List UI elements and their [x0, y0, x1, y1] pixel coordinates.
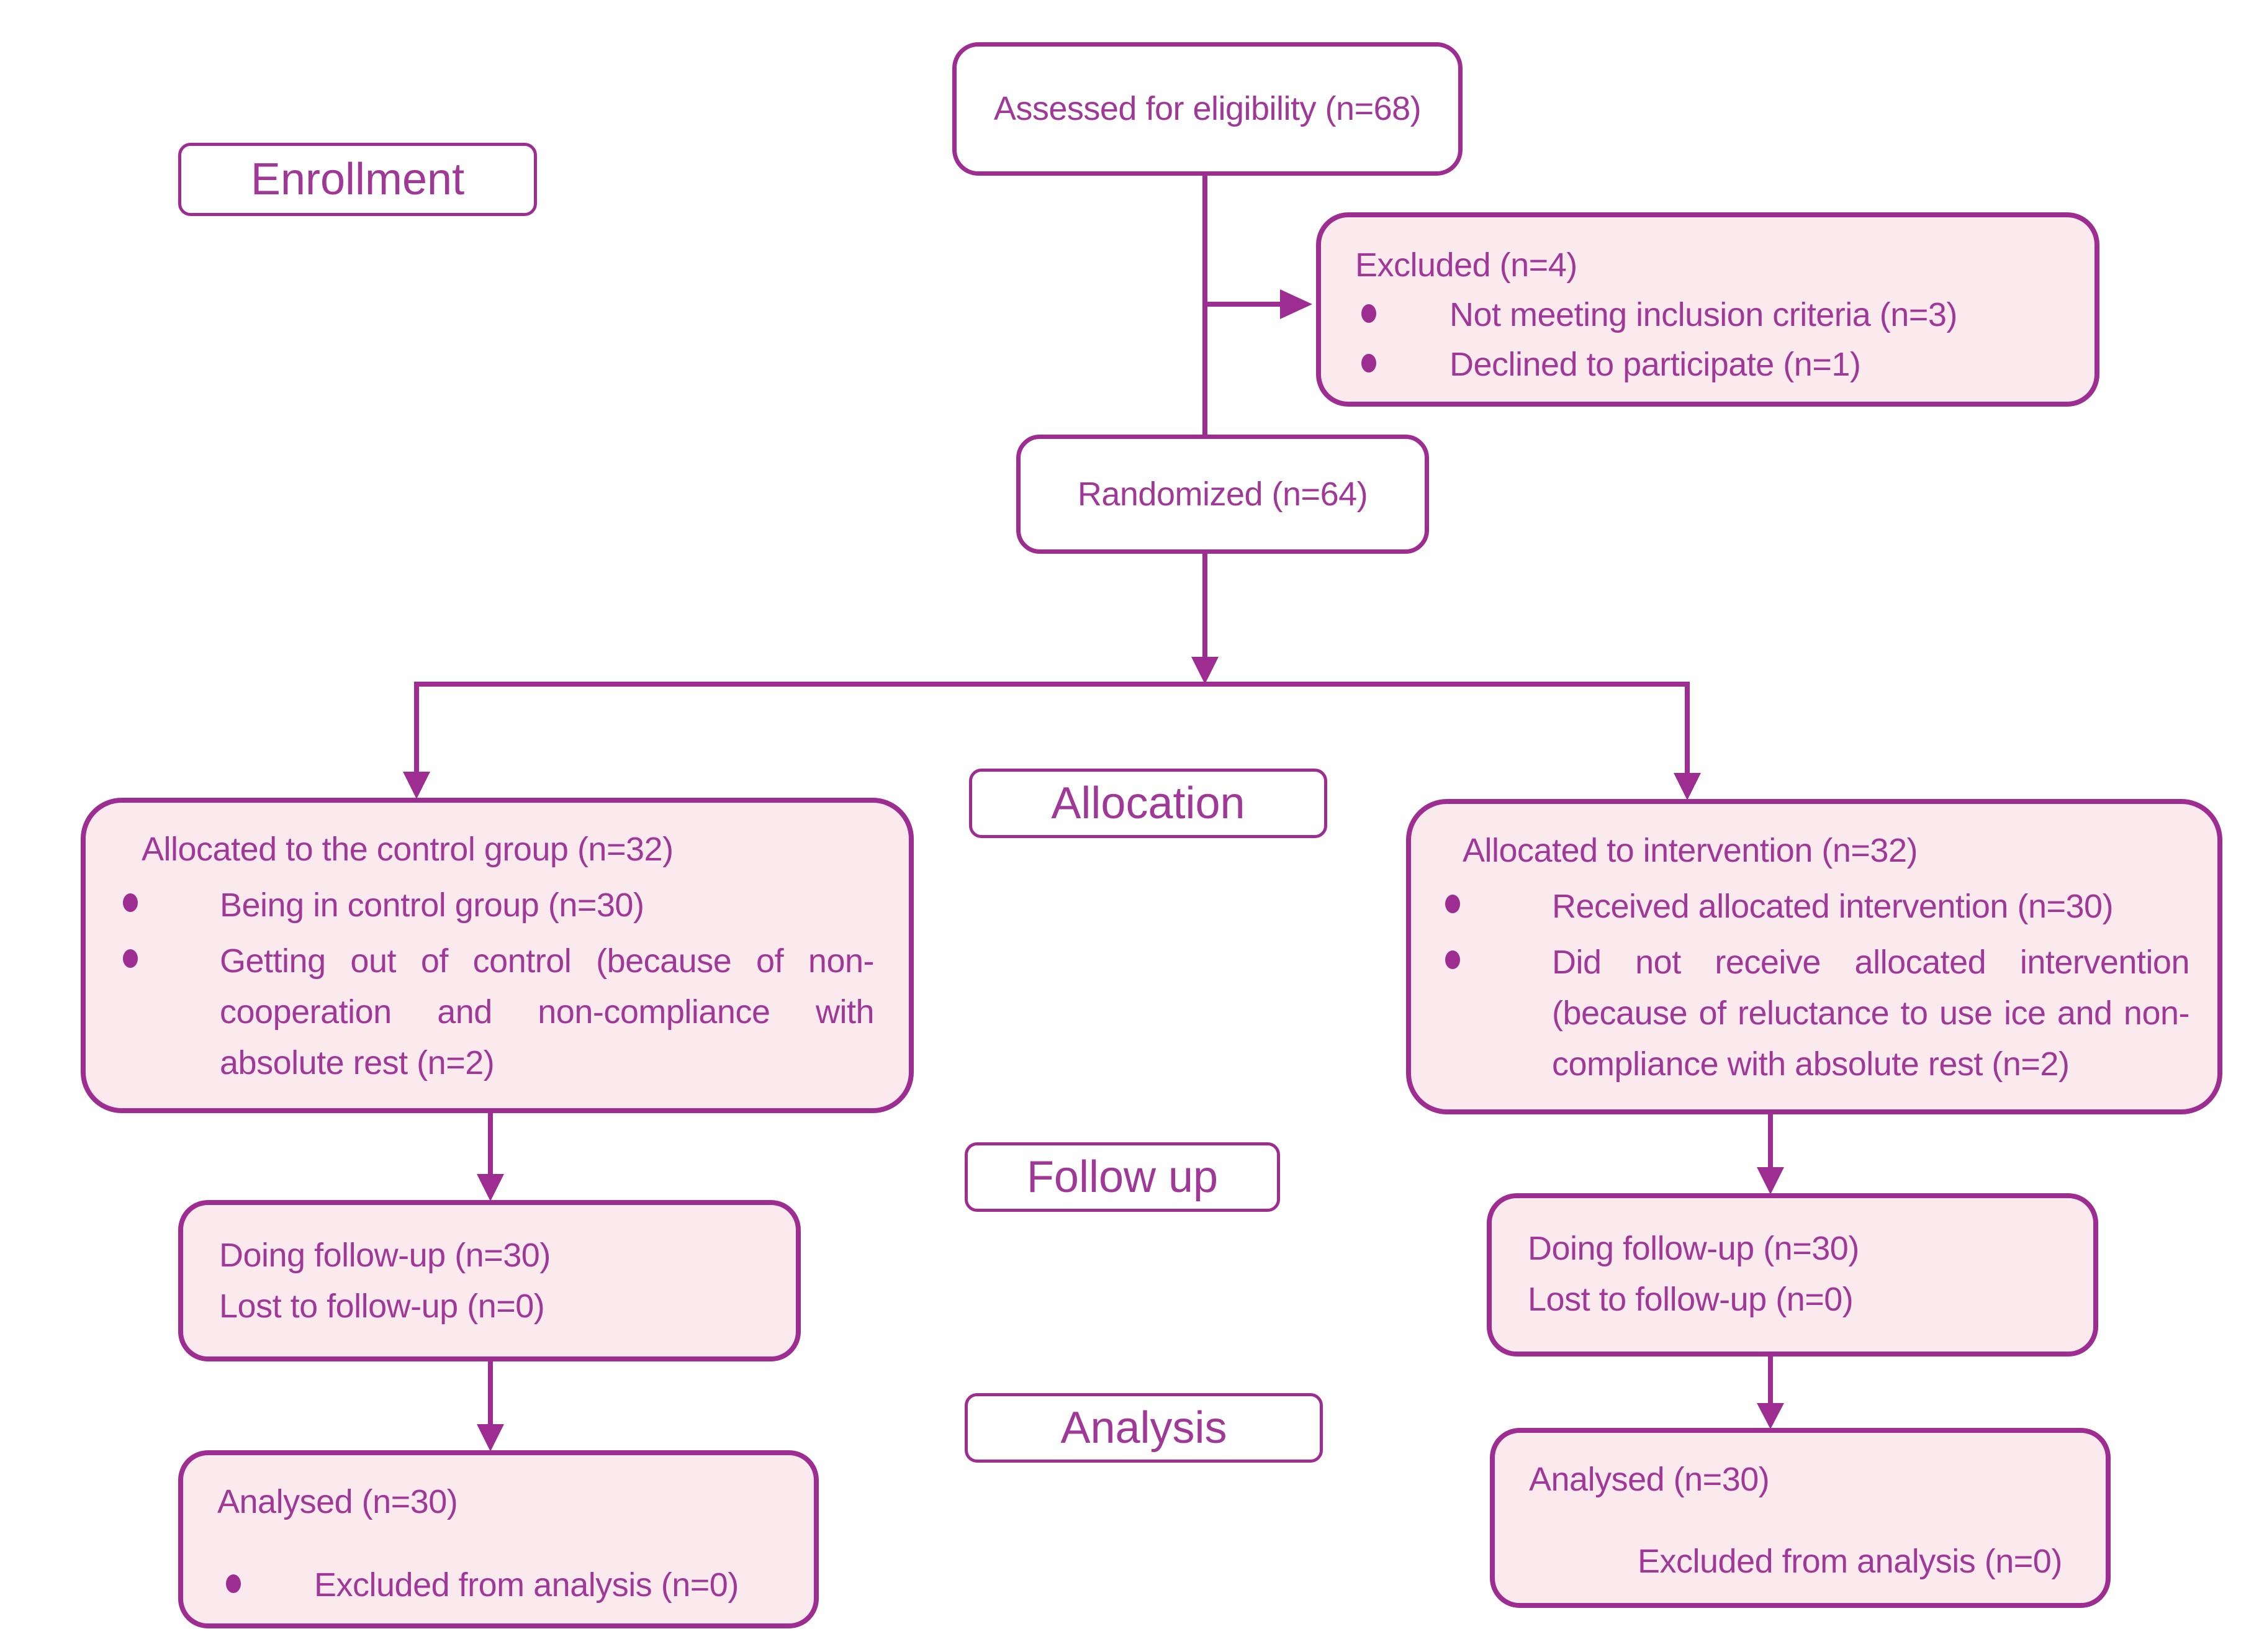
enrollment-label-text: Enrollment	[250, 154, 465, 204]
follow-up-label-text: Follow up	[1026, 1152, 1219, 1202]
control-follow-up-line: Lost to follow-up (n=0)	[219, 1288, 545, 1325]
list-item: Did not receive allocated intervention (…	[1445, 937, 2190, 1090]
bullet-dot	[123, 949, 138, 968]
control-allocation-title: Allocated to the control group (n=32)	[142, 831, 674, 868]
intervention-analysis-item-text: Excluded from analysis (n=0)	[1638, 1543, 2062, 1580]
bullet-dot	[1445, 950, 1460, 970]
stage-label-enrollment: Enrollment	[178, 143, 537, 216]
bullet-dot	[123, 893, 138, 913]
control-allocation-item-text: Getting out of control (because of non-c…	[220, 942, 875, 1082]
arrowhead-control-followup	[477, 1174, 504, 1201]
intervention-follow-up-line: Lost to follow-up (n=0)	[1528, 1281, 1854, 1318]
control-allocation-box: Allocated to the control group (n=32) Be…	[81, 798, 914, 1113]
list-item: Excluded from analysis (n=0)	[217, 1561, 783, 1609]
bullet-dot	[226, 1574, 241, 1593]
stage-label-analysis: Analysis	[965, 1393, 1323, 1463]
excluded-box: Excluded (n=4) Not meeting inclusion cri…	[1316, 212, 2099, 407]
excluded-item-text: Declined to participate (n=1)	[1450, 346, 1861, 383]
excluded-item-text: Not meeting inclusion criteria (n=3)	[1450, 296, 1957, 333]
assessed-eligibility-text: Assessed for eligibility (n=68)	[993, 90, 1422, 128]
arrowhead-intervention-allocation	[1674, 773, 1701, 800]
stage-label-follow-up: Follow up	[965, 1142, 1280, 1212]
control-allocation-item-text: Being in control group (n=30)	[220, 887, 644, 924]
randomized-text: Randomized (n=64)	[1077, 475, 1368, 513]
control-follow-up-line: Doing follow-up (n=30)	[219, 1237, 551, 1274]
bullet-dot	[1445, 895, 1460, 914]
control-follow-up-box: Doing follow-up (n=30) Lost to follow-up…	[178, 1200, 801, 1361]
intervention-analysis-title: Analysed (n=30)	[1529, 1461, 1770, 1498]
control-analysis-item-text: Excluded from analysis (n=0)	[314, 1566, 739, 1604]
list-item: Received allocated intervention (n=30)	[1445, 881, 2189, 932]
bullet-dot	[1361, 304, 1376, 323]
intervention-allocation-item-text: Received allocated intervention (n=30)	[1552, 888, 2114, 926]
allocation-label-text: Allocation	[1051, 778, 1245, 828]
arrowhead-control-analysis	[477, 1424, 504, 1451]
list-item: Not meeting inclusion criteria (n=3)	[1355, 291, 2063, 339]
analysis-label-text: Analysis	[1060, 1402, 1227, 1453]
control-analysis-title: Analysed (n=30)	[217, 1483, 458, 1520]
arrowhead-intervention-analysis	[1757, 1403, 1784, 1429]
bullet-dot	[1361, 354, 1376, 372]
excluded-title: Excluded (n=4)	[1355, 246, 1577, 284]
intervention-follow-up-box: Doing follow-up (n=30) Lost to follow-up…	[1487, 1193, 2098, 1356]
arrowhead-excluded	[1280, 289, 1312, 319]
list-item: Getting out of control (because of non-c…	[123, 936, 877, 1088]
arrowhead-split	[1191, 657, 1219, 684]
assessed-eligibility-box: Assessed for eligibility (n=68)	[952, 42, 1463, 176]
list-item: Being in control group (n=30)	[123, 880, 877, 931]
list-item: Declined to participate (n=1)	[1355, 340, 2063, 389]
arrowhead-intervention-followup	[1757, 1167, 1784, 1194]
intervention-analysis-box: Analysed (n=30) Excluded from analysis (…	[1490, 1428, 2111, 1608]
intervention-allocation-title: Allocated to intervention (n=32)	[1463, 832, 1918, 869]
arrowhead-control-allocation	[403, 772, 430, 799]
intervention-allocation-item-text: Did not receive allocated intervention (…	[1552, 944, 2190, 1083]
randomized-box: Randomized (n=64)	[1016, 435, 1429, 554]
stage-label-allocation: Allocation	[969, 769, 1327, 838]
control-analysis-box: Analysed (n=30) Excluded from analysis (…	[178, 1450, 819, 1628]
intervention-allocation-box: Allocated to intervention (n=32) Receive…	[1406, 799, 2222, 1114]
intervention-follow-up-line: Doing follow-up (n=30)	[1528, 1230, 1859, 1267]
